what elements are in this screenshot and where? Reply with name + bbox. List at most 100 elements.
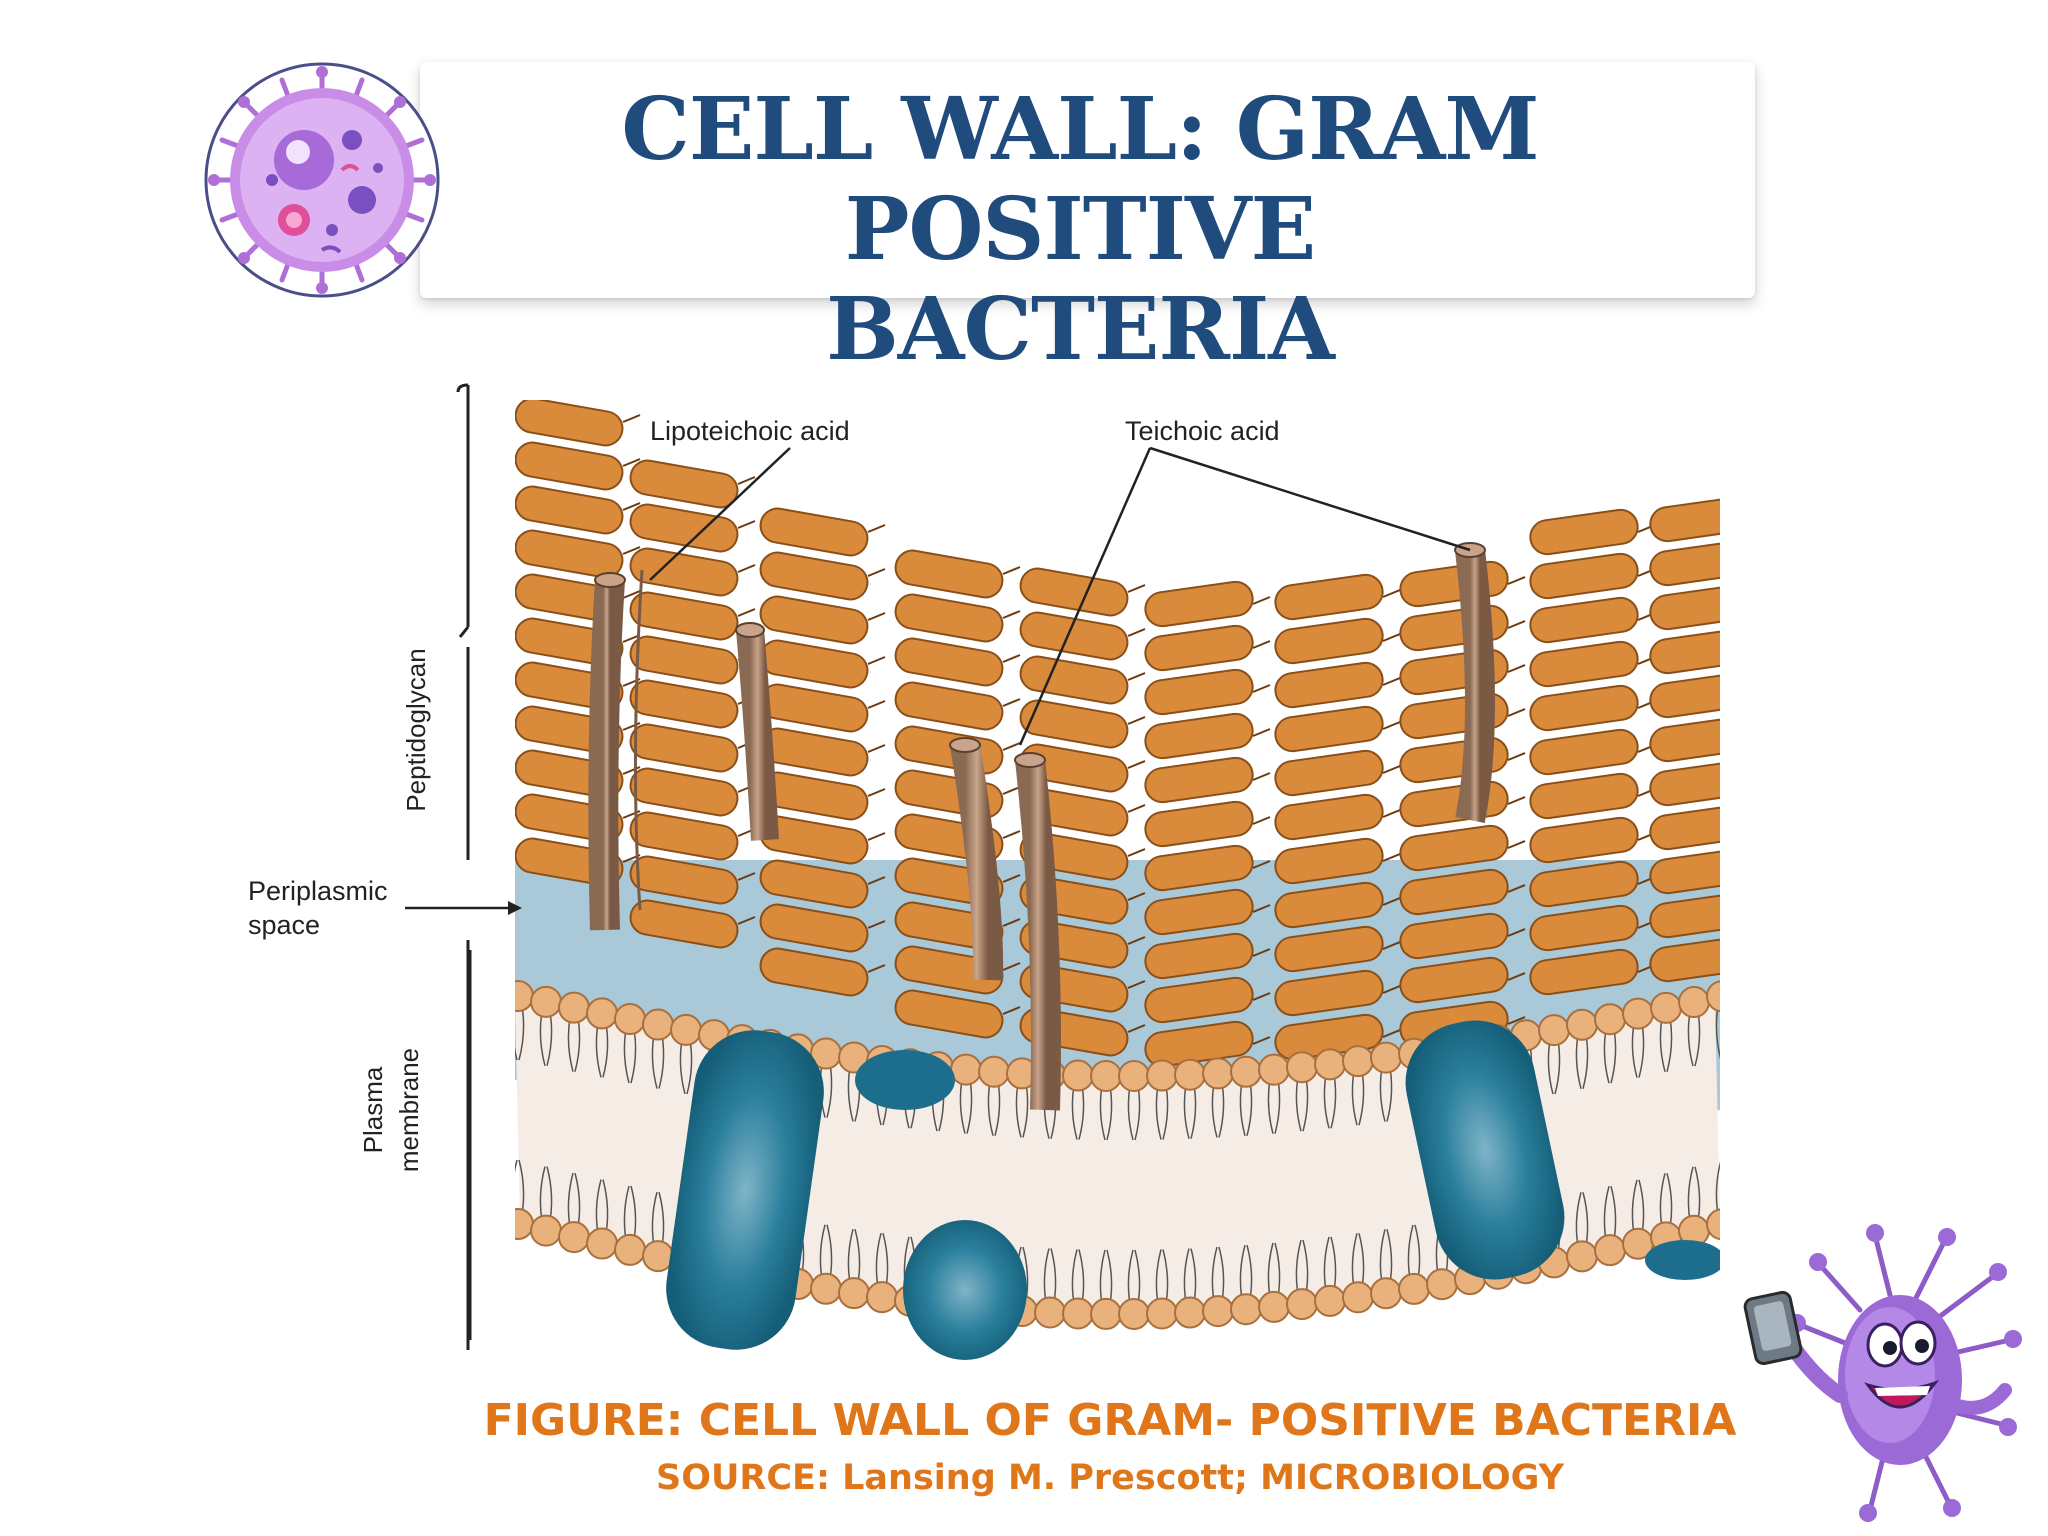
peptide-crosslink (1382, 677, 1401, 686)
peptidoglycan-unit (894, 681, 1004, 731)
bacteria-cell-icon (202, 60, 442, 300)
lipid-head (1650, 991, 1682, 1024)
peptidoglycan-unit (1019, 655, 1129, 705)
lipid-head (1342, 1045, 1374, 1078)
lipid-head (1706, 980, 1720, 1013)
peptidoglycan-unit (629, 679, 739, 729)
lipid-head (1174, 1296, 1206, 1329)
lipid-head (1314, 1048, 1346, 1081)
peptide-crosslink (1252, 860, 1271, 869)
peptidoglycan-unit (629, 547, 739, 597)
peptidoglycan-unit (894, 593, 1004, 643)
lipid-head (586, 997, 618, 1030)
peptidoglycan-unit (1144, 976, 1254, 1024)
peptidoglycan-unit (515, 400, 624, 447)
lipid-head (515, 1208, 534, 1240)
peptidoglycan-unit (1529, 508, 1639, 556)
peptidoglycan-unit (1529, 596, 1639, 644)
peptide-crosslink (1252, 904, 1271, 913)
lipid-head (1230, 1055, 1262, 1088)
label-plasma-line1: Plasma (358, 1066, 388, 1153)
peptidoglycan-unit (759, 507, 869, 557)
peptide-crosslink (1002, 742, 1021, 751)
periplasm-arrow (405, 901, 522, 915)
peptidoglycan-unit (1649, 715, 1720, 763)
lipid-head (642, 1008, 674, 1041)
peptidoglycan-unit (1144, 888, 1254, 936)
peptide-crosslink (1002, 962, 1021, 971)
lipid-head (1314, 1284, 1346, 1317)
peptidoglycan-unit (629, 635, 739, 685)
peptidoglycan-unit (629, 899, 739, 949)
lipid-head (1370, 1041, 1402, 1074)
peptidoglycan-unit (515, 441, 624, 491)
peptide-crosslink (1252, 816, 1271, 825)
lipid-head (1286, 1288, 1318, 1321)
lipid-head (1566, 1008, 1598, 1041)
peptidoglycan-unit (1399, 780, 1509, 828)
lipid-head (1706, 1208, 1720, 1241)
lipid-head (614, 1003, 646, 1036)
peptidoglycan-unit (1274, 793, 1384, 841)
peptide-crosslink (867, 832, 886, 841)
peptidoglycan-unit (759, 683, 869, 733)
peptidoglycan-unit (1144, 844, 1254, 892)
peptidoglycan-unit (1649, 539, 1720, 587)
label-plasma-line2: membrane (394, 1048, 424, 1172)
peptidoglycan-unit (515, 485, 624, 535)
peptidoglycan-unit (1274, 881, 1384, 929)
peptidoglycan-unit (1399, 868, 1509, 916)
peptide-crosslink (1382, 897, 1401, 906)
page-title: CELL WALL: GRAM POSITIVE BACTERIA (440, 80, 1720, 380)
peptidoglycan-unit (1144, 1020, 1254, 1068)
peptide-crosslink (1382, 765, 1401, 774)
peptidoglycan-unit (1144, 624, 1254, 672)
peptide-crosslink (867, 612, 886, 621)
peptidoglycan-unit (1144, 800, 1254, 848)
peptide-crosslink (622, 766, 641, 775)
peptidoglycan-unit (1649, 583, 1720, 631)
peptidoglycan-unit (1529, 728, 1639, 776)
peptide-crosslink (1252, 684, 1271, 693)
lipid-head (530, 985, 562, 1018)
peptide-crosslink (737, 916, 756, 925)
peptide-crosslink (1252, 948, 1271, 957)
peptide-crosslink (867, 568, 886, 577)
peptide-crosslink (1002, 654, 1021, 663)
lipid-head (1426, 1268, 1458, 1301)
lipid-head (1146, 1059, 1178, 1092)
title-banner (420, 62, 1755, 298)
peptide-crosslink (1252, 992, 1271, 1001)
peptide-crosslink (622, 502, 641, 511)
peptide-crosslink (1002, 698, 1021, 707)
peptide-crosslink (737, 608, 756, 617)
peptidoglycan-unit (629, 855, 739, 905)
peptide-crosslink (1252, 640, 1271, 649)
peptide-crosslink (1507, 752, 1526, 761)
lipid-head (530, 1214, 562, 1247)
membrane-proteins (666, 1020, 1720, 1360)
lipid-head (1622, 997, 1654, 1030)
peptidoglycan-unit (1649, 627, 1720, 675)
peptide-crosslink (1382, 633, 1401, 642)
peptidoglycan-unit (1399, 912, 1509, 960)
lipid-head (586, 1227, 618, 1260)
lipid-head (642, 1240, 674, 1273)
lipid-head (1594, 1234, 1626, 1267)
lipid-head (866, 1281, 898, 1314)
lipid-head (1538, 1014, 1570, 1047)
peptide-crosslink (1382, 1029, 1401, 1038)
peptide-crosslink (1382, 721, 1401, 730)
peptidoglycan-unit (759, 903, 869, 953)
lipid-head (1566, 1240, 1598, 1273)
peptide-crosslink (1507, 664, 1526, 673)
peptide-crosslink (1002, 1006, 1021, 1015)
teichoic-rods (588, 542, 1495, 1111)
peptide-crosslink (1507, 620, 1526, 629)
peptide-crosslink (1002, 566, 1021, 575)
peptide-crosslink (867, 964, 886, 973)
peptidoglycan-unit (1274, 925, 1384, 973)
peptide-crosslink (1382, 985, 1401, 994)
peptidoglycan-unit (1274, 837, 1384, 885)
peptidoglycan-unit (1274, 661, 1384, 709)
